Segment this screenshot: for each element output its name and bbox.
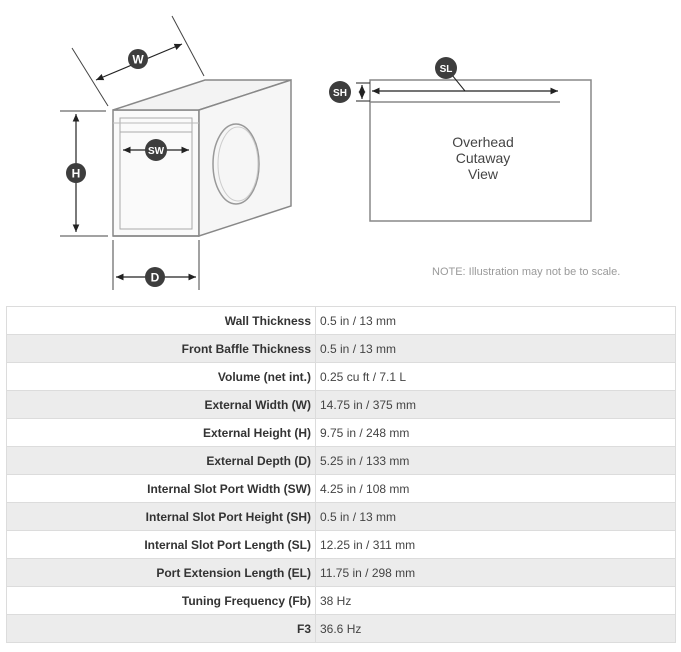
spec-row: Internal Slot Port Height (SH)0.5 in / 1… xyxy=(6,502,676,531)
cutaway-title-line-1: Overhead xyxy=(452,134,513,150)
spec-label: Volume (net int.) xyxy=(6,362,316,391)
spec-value: 5.25 in / 133 mm xyxy=(315,446,676,475)
spec-value: 14.75 in / 375 mm xyxy=(315,390,676,419)
spec-value: 0.5 in / 13 mm xyxy=(315,502,676,531)
badge-sw: SW xyxy=(145,139,167,161)
spec-value: 12.25 in / 311 mm xyxy=(315,530,676,559)
spec-label: Internal Slot Port Width (SW) xyxy=(6,474,316,503)
spec-label: External Depth (D) xyxy=(6,446,316,475)
spec-value: 38 Hz xyxy=(315,586,676,615)
spec-value: 9.75 in / 248 mm xyxy=(315,418,676,447)
spec-label: Wall Thickness xyxy=(6,306,316,335)
spec-row: External Height (H)9.75 in / 248 mm xyxy=(6,418,676,447)
spec-value: 0.25 cu ft / 7.1 L xyxy=(315,362,676,391)
overhead-cutaway xyxy=(369,79,592,222)
spec-row: Internal Slot Port Length (SL)12.25 in /… xyxy=(6,530,676,559)
spec-label: Port Extension Length (EL) xyxy=(6,558,316,587)
spec-row: Port Extension Length (EL)11.75 in / 298… xyxy=(6,558,676,587)
cutaway-title-line-2: Cutaway xyxy=(456,150,510,166)
spec-row: Volume (net int.)0.25 cu ft / 7.1 L xyxy=(6,362,676,391)
spec-value: 36.6 Hz xyxy=(315,614,676,643)
badge-w: W xyxy=(128,49,148,69)
cutaway-title-line-3: View xyxy=(468,166,499,182)
spec-label: Internal Slot Port Height (SH) xyxy=(6,502,316,531)
badge-sh-label: SH xyxy=(333,88,347,99)
enclosure-diagram: Overhead Cutaway View W H D SW SL SH xyxy=(60,15,592,290)
spec-label: F3 xyxy=(6,614,316,643)
enclosure-box-drawing xyxy=(112,78,292,238)
spec-value: 0.5 in / 13 mm xyxy=(315,334,676,363)
spec-label: Internal Slot Port Length (SL) xyxy=(6,530,316,559)
badge-sl: SL xyxy=(435,57,457,79)
badge-sh: SH xyxy=(329,81,351,103)
spec-label: Front Baffle Thickness xyxy=(6,334,316,363)
badge-h-label: H xyxy=(72,167,81,181)
spec-value: 4.25 in / 108 mm xyxy=(315,474,676,503)
badge-sl-label: SL xyxy=(440,64,453,75)
spec-row: External Depth (D)5.25 in / 133 mm xyxy=(6,446,676,475)
badge-d: D xyxy=(145,267,165,287)
spec-value: 0.5 in / 13 mm xyxy=(315,306,676,335)
spec-label: Tuning Frequency (Fb) xyxy=(6,586,316,615)
cutaway-dimension-lines xyxy=(356,74,558,102)
badge-h: H xyxy=(66,163,86,183)
spec-value: 11.75 in / 298 mm xyxy=(315,558,676,587)
spec-label: External Width (W) xyxy=(6,390,316,419)
badge-sw-label: SW xyxy=(148,146,165,157)
spec-row: External Width (W)14.75 in / 375 mm xyxy=(6,390,676,419)
spec-row: Internal Slot Port Width (SW)4.25 in / 1… xyxy=(6,474,676,503)
badge-d-label: D xyxy=(151,271,160,285)
spec-label: External Height (H) xyxy=(6,418,316,447)
spec-row: Tuning Frequency (Fb)38 Hz xyxy=(6,586,676,615)
badge-w-label: W xyxy=(132,53,144,67)
scale-note: NOTE: Illustration may not be to scale. xyxy=(432,266,621,278)
